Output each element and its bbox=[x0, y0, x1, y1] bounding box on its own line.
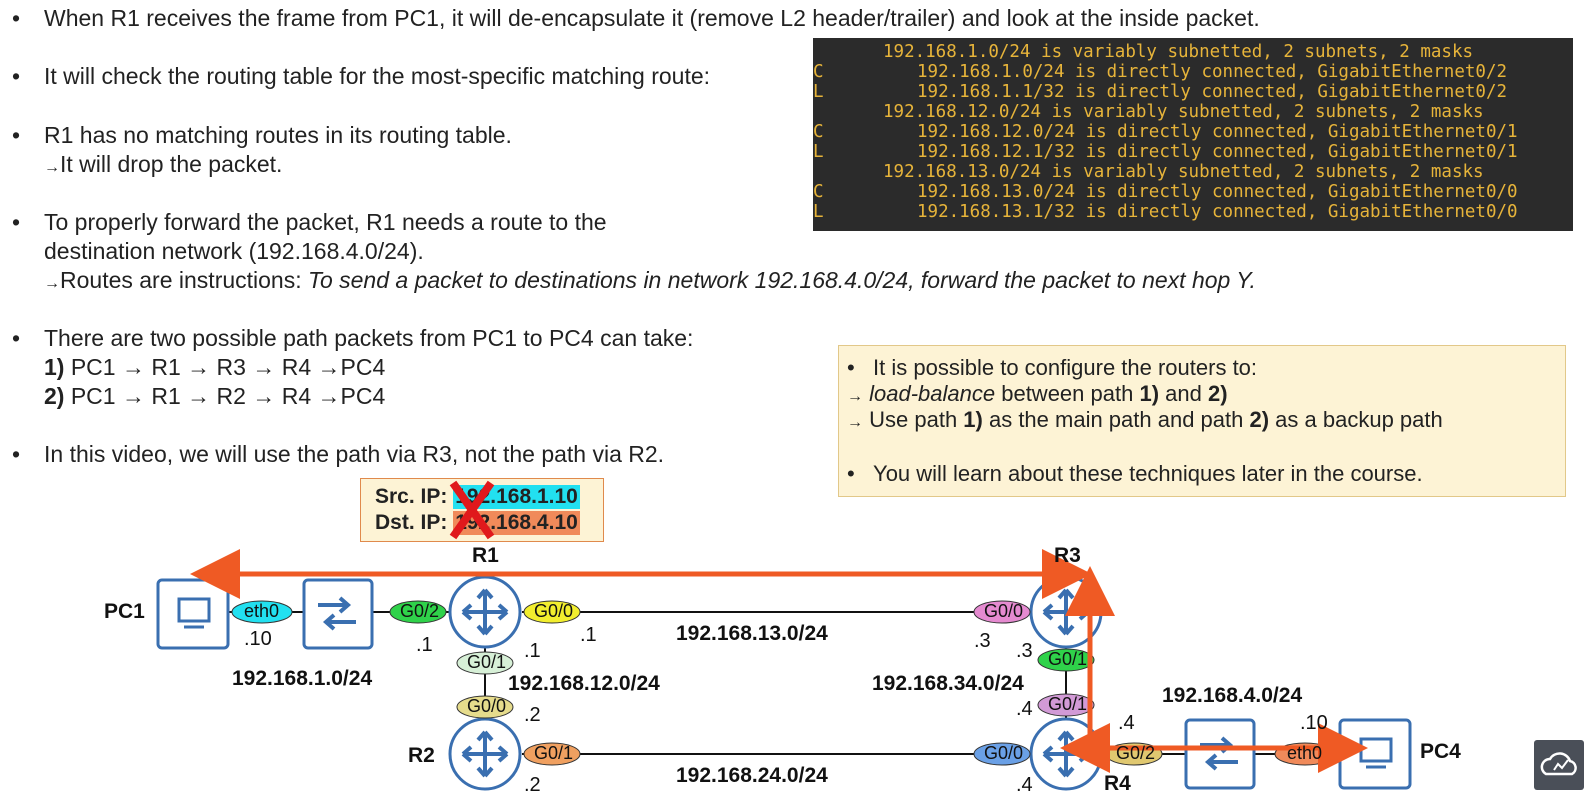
iface-r1-g02 bbox=[389, 600, 447, 624]
iface-r2-g00-label: G0/0 bbox=[467, 696, 507, 716]
net-192-168-13: 192.168.13.0/24 bbox=[676, 622, 828, 645]
routing-row: 192.168.12.0/24 is variably subnetted, 2… bbox=[883, 102, 1484, 122]
net-192-168-24: 192.168.24.0/24 bbox=[676, 764, 828, 787]
bullet-3: • R1 has no matching routes in its routi… bbox=[12, 122, 512, 177]
iface-r3-g01 bbox=[1037, 648, 1095, 672]
router-r2-icon[interactable] bbox=[448, 717, 522, 791]
ip-r4-g00: .4 bbox=[1016, 774, 1033, 796]
iface-r3-g00 bbox=[973, 600, 1031, 624]
iface-pc4-eth0-label: eth0 bbox=[1287, 743, 1323, 763]
label-r3: R3 bbox=[1054, 544, 1081, 567]
iface-pc1-eth0 bbox=[231, 600, 293, 624]
ip-r3-g01: .3 bbox=[1016, 640, 1033, 662]
label-r1: R1 bbox=[472, 544, 499, 567]
iface-r4-g01-label: G0/1 bbox=[1048, 694, 1088, 714]
bullet-5: • There are two possible path packets fr… bbox=[12, 325, 694, 409]
iface-r2-g00 bbox=[456, 695, 514, 719]
ip-r1-g02: .1 bbox=[416, 634, 433, 656]
iface-r1-g01-label: G0/1 bbox=[467, 652, 507, 672]
ip-r3-g00: .3 bbox=[974, 630, 991, 652]
label-r4: R4 bbox=[1104, 772, 1131, 795]
note-line-3: → Use path 1) as the main path and path … bbox=[847, 407, 1443, 432]
switch-4-icon[interactable] bbox=[1184, 718, 1256, 790]
ip-r1-g00: .1 bbox=[580, 624, 597, 646]
ip-r1-g01: .1 bbox=[524, 640, 541, 662]
net-192-168-4: 192.168.4.0/24 bbox=[1162, 684, 1303, 707]
ip-r4-g02: .4 bbox=[1118, 712, 1135, 734]
pc1-icon[interactable] bbox=[156, 578, 230, 650]
iface-r4-g01 bbox=[1037, 693, 1095, 717]
routing-row: 192.168.13.0/24 is variably subnetted, 2… bbox=[883, 162, 1484, 182]
iface-pc1-eth0-label: eth0 bbox=[244, 601, 280, 621]
drop-x-icon bbox=[449, 480, 495, 540]
iface-r2-g01 bbox=[523, 742, 581, 766]
switch-1-icon[interactable] bbox=[302, 578, 374, 650]
iface-r1-g01 bbox=[456, 651, 514, 675]
iface-r1-g00-label: G0/0 bbox=[534, 601, 574, 621]
net-192-168-1: 192.168.1.0/24 bbox=[232, 667, 373, 690]
bullet-6: •In this video, we will use the path via… bbox=[12, 441, 665, 467]
ip-r2-g00: .2 bbox=[524, 704, 541, 726]
iface-r3-g00-label: G0/0 bbox=[984, 601, 1024, 621]
note-line-4: • You will learn about these techniques … bbox=[847, 461, 1423, 486]
iface-r4-g00-label: G0/0 bbox=[984, 743, 1024, 763]
bullet-2: •It will check the routing table for the… bbox=[12, 63, 711, 89]
iface-r2-g01-label: G0/1 bbox=[534, 743, 574, 763]
iface-r1-g00 bbox=[523, 600, 581, 624]
label-r2: R2 bbox=[408, 744, 435, 767]
note-line-1: • It is possible to configure the router… bbox=[847, 355, 1258, 380]
router-r1-icon[interactable] bbox=[448, 575, 522, 649]
bullet-1: •When R1 receives the frame from PC1, it… bbox=[12, 5, 1260, 31]
pc4-icon[interactable] bbox=[1338, 718, 1412, 790]
ip-r2-g01: .2 bbox=[524, 774, 541, 796]
iface-r3-g01-label: G0/1 bbox=[1048, 649, 1088, 669]
routing-row: 192.168.1.0/24 is variably subnetted, 2 … bbox=[883, 42, 1474, 62]
ip-pc1: .10 bbox=[244, 628, 272, 650]
routing-table-output: 192.168.1.0/24 is variably subnetted, 2 … bbox=[813, 38, 1573, 231]
net-192-168-34: 192.168.34.0/24 bbox=[872, 672, 1024, 695]
note-line-2: → load-balance between path 1) and 2) bbox=[847, 381, 1228, 406]
iface-r1-g02-label: G0/2 bbox=[400, 601, 440, 621]
label-pc1: PC1 bbox=[104, 600, 145, 623]
ip-r4-g01: .4 bbox=[1016, 698, 1033, 720]
note-box: • It is possible to configure the router… bbox=[838, 345, 1566, 497]
packet-header-box: Src. IP: 192.168.1.10 Dst. IP: 192.168.4… bbox=[360, 478, 604, 542]
iface-r4-g00 bbox=[973, 742, 1031, 766]
net-192-168-12: 192.168.12.0/24 bbox=[508, 672, 660, 695]
ip-pc4: .10 bbox=[1300, 712, 1328, 734]
channel-logo-icon bbox=[1534, 740, 1584, 790]
iface-r4-g02-label: G0/2 bbox=[1116, 743, 1156, 763]
bullet-4: • To properly forward the packet, R1 nee… bbox=[12, 209, 1256, 293]
label-pc4: PC4 bbox=[1420, 740, 1461, 763]
